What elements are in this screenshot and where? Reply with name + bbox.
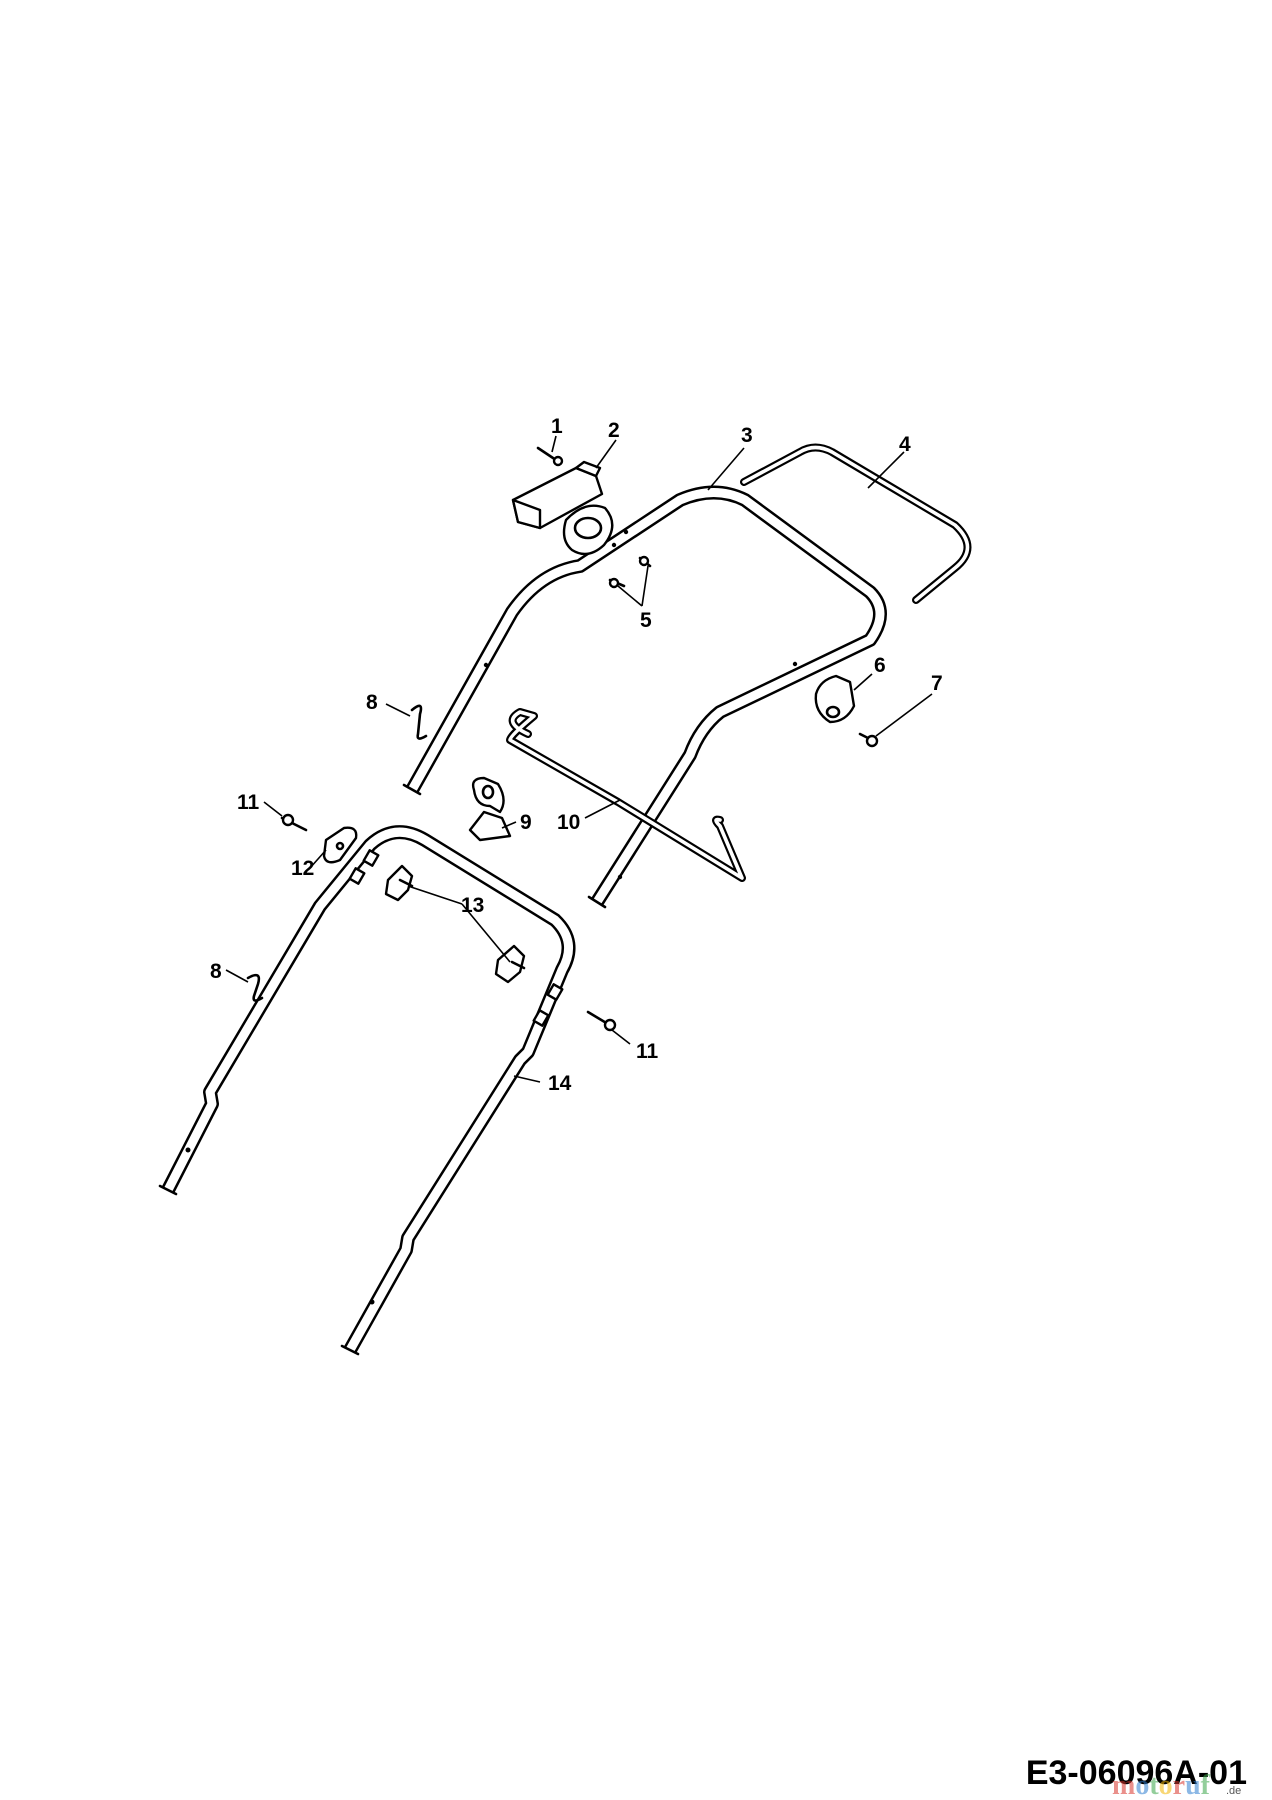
- callout-9: 9: [520, 811, 532, 834]
- callout-5: 5: [640, 609, 652, 632]
- watermark-suffix: .de: [1226, 1785, 1241, 1797]
- callout-2: 2: [608, 419, 620, 442]
- callout-4: 4: [899, 433, 911, 456]
- cable-clip-12: [322, 826, 358, 864]
- callout-6: 6: [874, 654, 886, 677]
- callout-8-upper: 8: [366, 691, 378, 714]
- callout-3: 3: [741, 424, 753, 447]
- bolt-11-lower: [586, 1010, 617, 1032]
- callout-10: 10: [557, 811, 580, 834]
- callout-labels: 1 2 3 4 5 6 7 8 9 10 11 12 13 8 11 14: [210, 415, 943, 1095]
- screw-7: [858, 732, 879, 748]
- wing-knob-lower: [494, 944, 526, 984]
- bail-bar: [740, 443, 972, 604]
- wing-knob-upper: [384, 864, 414, 902]
- callout-13: 13: [461, 894, 484, 917]
- clip-8-lower: [246, 973, 264, 1002]
- wire-bracket: [506, 708, 746, 882]
- watermark: motoruf .de: [1112, 1770, 1241, 1800]
- callout-14: 14: [548, 1072, 572, 1095]
- callout-12: 12: [291, 857, 314, 880]
- lower-handle-bar: [158, 825, 576, 1356]
- callout-1: 1: [551, 415, 563, 438]
- screw-1: [536, 446, 564, 467]
- callout-11-lower: 11: [636, 1040, 659, 1063]
- switch-box: [511, 460, 614, 556]
- cable-guide: [468, 776, 512, 842]
- watermark-text: motoruf: [1112, 1770, 1211, 1800]
- callout-11-upper: 11: [237, 791, 260, 814]
- leader-lines: [225, 435, 933, 1083]
- bolt-11-upper: [280, 813, 308, 832]
- clip-8-upper: [410, 704, 428, 740]
- callout-8-lower: 8: [210, 960, 222, 983]
- cable-clamp: [814, 674, 856, 724]
- screws-5: [608, 555, 652, 589]
- drawing-reference: E3-06096A-01: [1026, 1754, 1247, 1792]
- callout-7: 7: [931, 672, 943, 695]
- upper-handle-bar: [402, 485, 887, 909]
